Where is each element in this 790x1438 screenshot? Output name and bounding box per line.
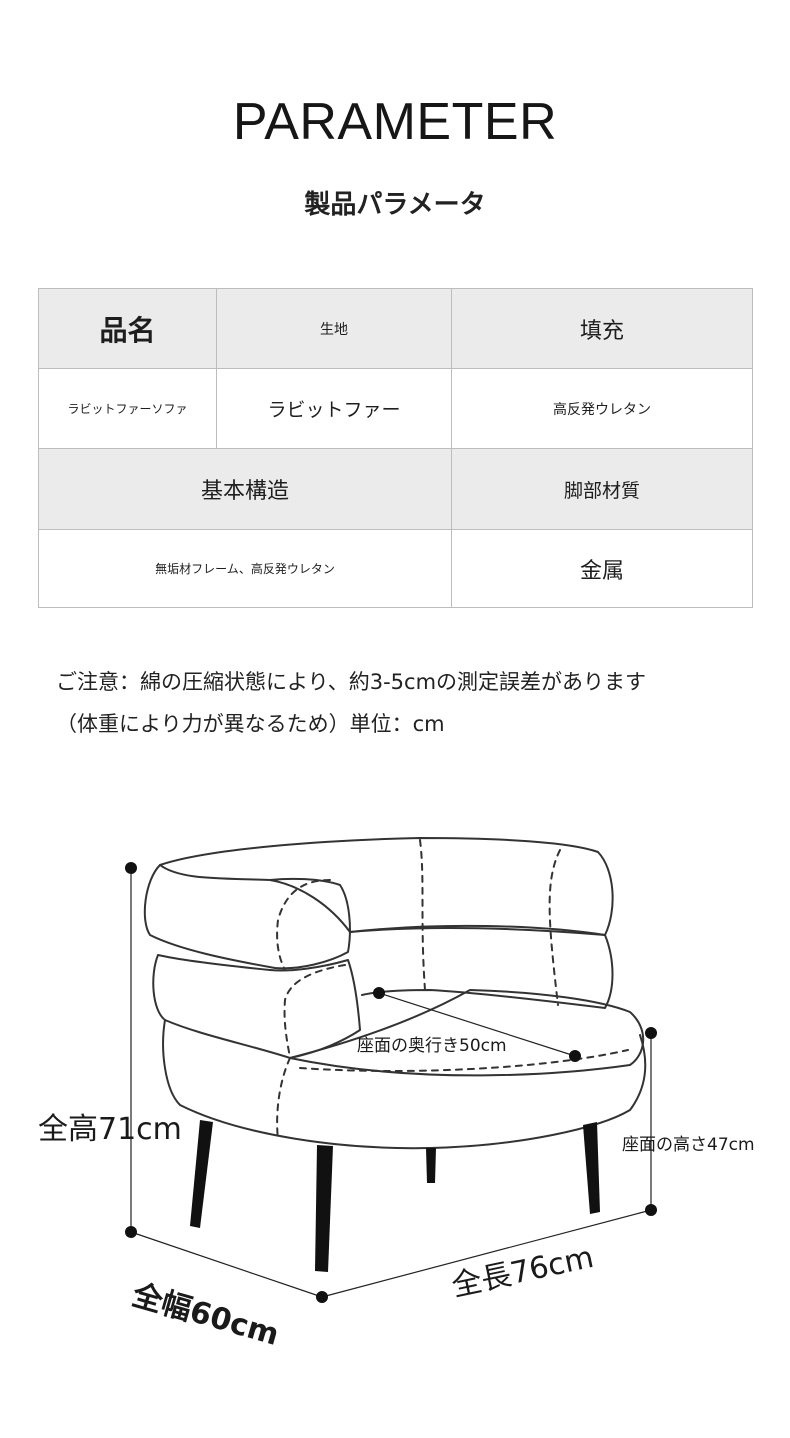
table-cell: 填充 <box>451 288 753 369</box>
page-subtitle: 製品パラメータ <box>304 190 486 220</box>
spec-table: 品名 生地 填充 ラビットファーソファ ラビットファー 高反発ウレタン 基本構造… <box>38 288 753 608</box>
total-height-label: 全高71cm <box>38 1112 182 1147</box>
sofa-dimension-diagram <box>125 837 657 1303</box>
table-cell: 脚部材質 <box>451 448 753 530</box>
dimension-points <box>125 862 657 1303</box>
measurement-note: ご注意：綿の圧縮状態により、約3-5cmの測定誤差があります <box>56 670 647 694</box>
table-cell: ラビットファーソファ <box>38 368 217 449</box>
sofa-legs <box>190 1120 600 1272</box>
table-cell: 高反発ウレタン <box>451 368 753 449</box>
table-cell: 生地 <box>216 288 452 369</box>
dimension-lines <box>130 868 652 1298</box>
table-row: 基本構造 脚部材質 <box>38 448 753 530</box>
table-cell: 金属 <box>451 529 753 608</box>
seat-depth-label: 座面の奥行き50cm <box>357 1036 507 1056</box>
table-row: 品名 生地 填充 <box>38 288 753 369</box>
table-cell: 無垢材フレーム、高反発ウレタン <box>38 529 452 608</box>
table-cell: 基本構造 <box>38 448 452 530</box>
unit-note: （体重により力が異なるため）単位：cm <box>56 712 445 736</box>
page-title: PARAMETER <box>232 93 558 151</box>
table-cell: ラビットファー <box>216 368 452 449</box>
table-row: 無垢材フレーム、高反発ウレタン 金属 <box>38 529 753 608</box>
seat-height-label: 座面の高さ47cm <box>622 1135 755 1155</box>
table-cell: 品名 <box>38 288 217 369</box>
table-row: ラビットファーソファ ラビットファー 高反発ウレタン <box>38 368 753 449</box>
sofa-illustration <box>143 837 647 1150</box>
